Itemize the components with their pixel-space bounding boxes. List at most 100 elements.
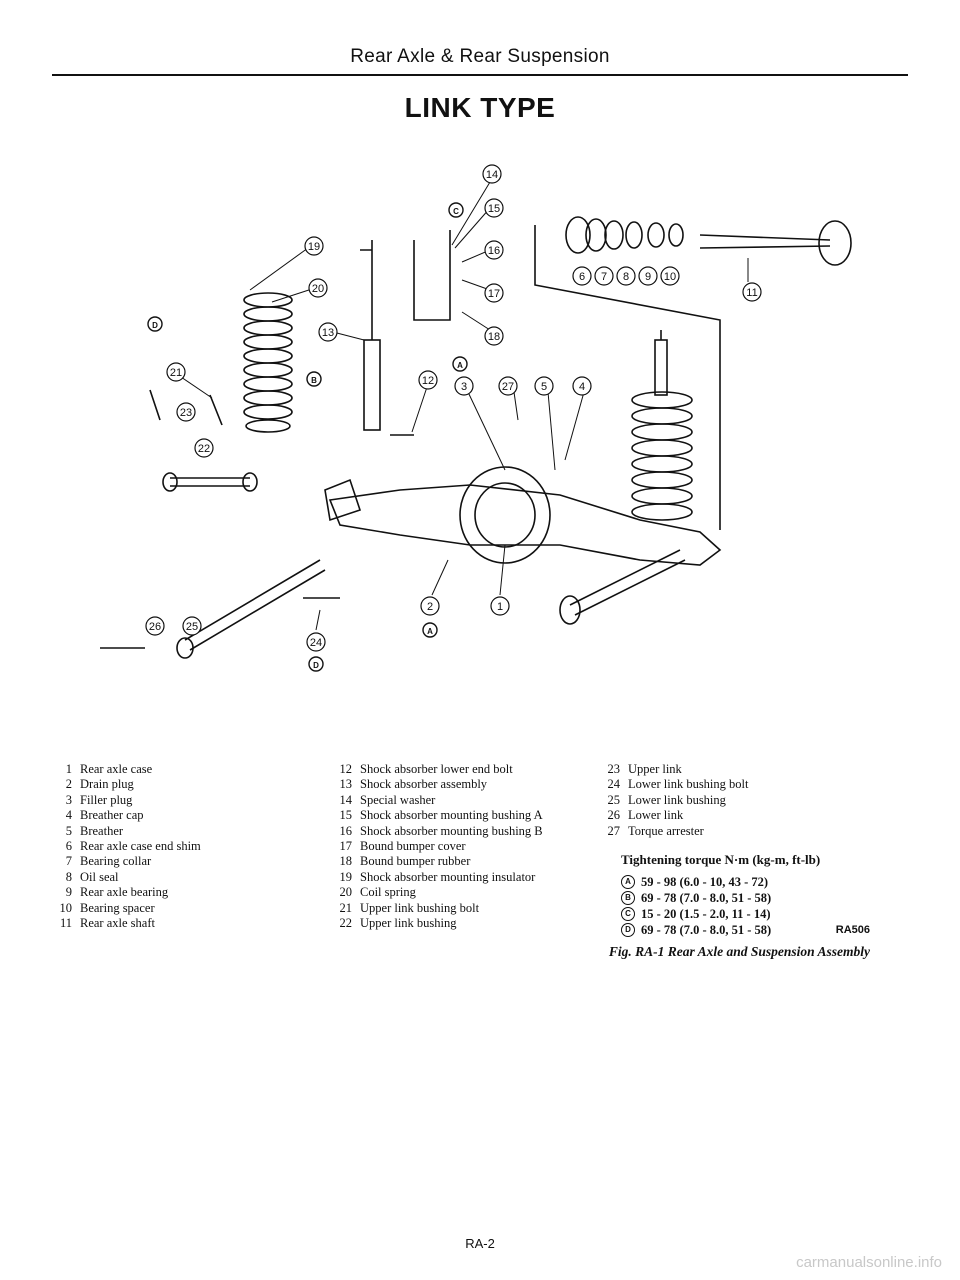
figure-caption: Fig. RA-1 Rear Axle and Suspension Assem… <box>608 944 870 959</box>
callout-12: 12 <box>418 370 438 390</box>
figure-ref-code: RA506 <box>835 924 870 936</box>
svg-text:3: 3 <box>461 381 467 393</box>
svg-text:5: 5 <box>541 381 547 393</box>
svg-text:12: 12 <box>422 375 434 387</box>
callout-16: 16 <box>484 240 504 260</box>
torque-mark-icon: C <box>621 907 635 921</box>
svg-text:16: 16 <box>488 245 500 257</box>
svg-text:14: 14 <box>486 169 498 181</box>
svg-text:10: 10 <box>664 271 676 283</box>
svg-text:27: 27 <box>502 381 514 393</box>
svg-text:17: 17 <box>488 288 500 300</box>
torque-mark-a-2: A <box>422 622 438 638</box>
section-header: Rear Axle & Rear Suspension <box>350 46 610 67</box>
callout-11: 11 <box>742 282 762 302</box>
callout-17: 17 <box>484 283 504 303</box>
axle-shaft-drawing <box>699 234 831 249</box>
svg-text:1: 1 <box>497 601 503 613</box>
callout-4: 4 <box>572 376 592 396</box>
upper-link-drawing <box>170 477 250 487</box>
torque-title: Tightening torque N·m (kg-m, ft-lb) <box>621 852 821 867</box>
svg-text:21: 21 <box>170 367 182 379</box>
callout-7: 7 <box>594 266 614 286</box>
svg-text:13: 13 <box>322 327 334 339</box>
torque-mark-d-2: D <box>308 656 324 672</box>
svg-text:B: B <box>311 376 317 385</box>
header-rule <box>52 74 908 76</box>
callout-24: 24 <box>306 632 326 652</box>
page-title: LINK TYPE <box>404 92 556 123</box>
svg-text:18: 18 <box>488 331 500 343</box>
svg-text:D: D <box>313 661 319 670</box>
callout-8: 8 <box>616 266 636 286</box>
left-shock-absorber-drawing <box>360 230 451 431</box>
torque-mark-icon: B <box>621 891 635 905</box>
svg-text:7: 7 <box>601 271 607 283</box>
svg-text:25: 25 <box>186 621 198 633</box>
callout-18: 18 <box>484 326 504 346</box>
torque-mark-d: D <box>147 316 163 332</box>
callout-6: 6 <box>572 266 592 286</box>
svg-text:22: 22 <box>198 443 210 455</box>
torque-mark-icon: A <box>621 875 635 889</box>
svg-text:A: A <box>457 361 463 370</box>
lower-link-drawing <box>184 559 326 651</box>
callout-5: 5 <box>534 376 554 396</box>
callout-2: 2 <box>420 596 440 616</box>
svg-text:2: 2 <box>427 601 433 613</box>
callout-25: 25 <box>182 616 202 636</box>
callout-19: 19 <box>304 236 324 256</box>
callout-3: 3 <box>454 376 474 396</box>
callout-15: 15 <box>484 198 504 218</box>
callout-23: 23 <box>176 402 196 422</box>
page-number: RA-2 <box>465 1236 495 1251</box>
svg-text:6: 6 <box>579 271 585 283</box>
callout-27: 27 <box>498 376 518 396</box>
svg-text:8: 8 <box>623 271 629 283</box>
svg-text:4: 4 <box>579 381 585 393</box>
torque-mark-b: B <box>306 371 322 387</box>
svg-text:9: 9 <box>645 271 651 283</box>
callout-26: 26 <box>145 616 165 636</box>
svg-text:20: 20 <box>312 283 324 295</box>
svg-text:11: 11 <box>746 287 757 299</box>
left-coil-spring-drawing <box>243 292 293 433</box>
svg-text:26: 26 <box>149 621 161 633</box>
axle-case-drawing <box>328 484 722 566</box>
svg-text:24: 24 <box>310 637 322 649</box>
bearing-group-drawing <box>565 216 684 254</box>
svg-text:C: C <box>453 207 459 216</box>
torque-mark-a: A <box>452 356 468 372</box>
callout-9: 9 <box>638 266 658 286</box>
torque-mark-c: C <box>448 202 464 218</box>
